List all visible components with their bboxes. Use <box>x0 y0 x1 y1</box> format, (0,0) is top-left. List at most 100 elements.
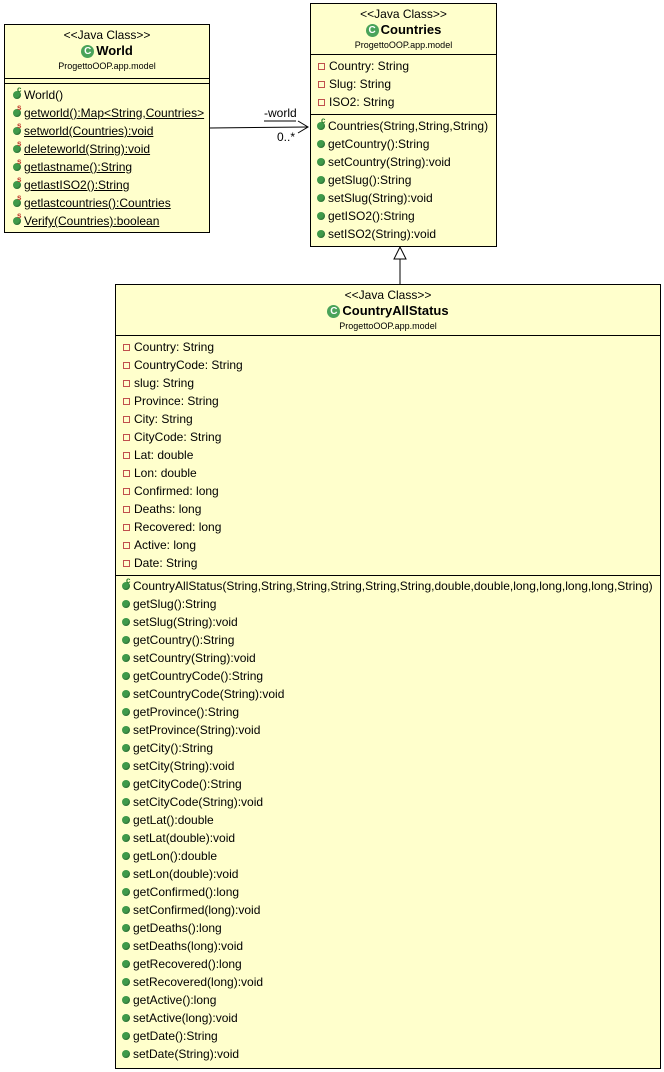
public-method-icon <box>122 1014 130 1022</box>
method-row[interactable]: setCityCode(String):void <box>122 793 660 811</box>
public-method-icon <box>317 140 325 148</box>
private-field-icon <box>123 343 130 351</box>
method-row[interactable]: setProvince(String):void <box>122 721 660 739</box>
method-row[interactable]: getLat():double <box>122 811 660 829</box>
field-label: CountryCode: String <box>134 358 243 372</box>
public-method-icon <box>122 888 130 896</box>
method-row[interactable]: setLon(double):void <box>122 865 660 883</box>
field-row[interactable]: Recovered: long <box>122 518 660 536</box>
field-row[interactable]: Country: String <box>317 57 496 75</box>
class-icon: C <box>365 23 379 37</box>
class-name: Countries <box>380 22 442 37</box>
method-row[interactable]: setCountry(String):void <box>317 153 496 171</box>
field-row[interactable]: CityCode: String <box>122 428 660 446</box>
private-field-icon <box>123 505 130 513</box>
field-row[interactable]: Confirmed: long <box>122 482 660 500</box>
method-label: getlastISO2():String <box>24 178 130 192</box>
private-field-icon <box>123 397 130 405</box>
method-row[interactable]: getDate():String <box>122 1027 660 1045</box>
method-label: Countries(String,String,String) <box>328 119 489 133</box>
public-method-icon <box>122 906 130 914</box>
public-method-icon <box>122 600 130 608</box>
method-row[interactable]: setRecovered(long):void <box>122 973 660 991</box>
field-label: ISO2: String <box>329 95 395 109</box>
method-row[interactable]: setSlug(String):void <box>317 189 496 207</box>
method-row[interactable]: getCityCode():String <box>122 775 660 793</box>
method-row[interactable]: setISO2(String):void <box>317 225 496 243</box>
method-label: setDeaths(long):void <box>133 939 244 953</box>
public-method-icon <box>122 852 130 860</box>
method-row[interactable]: getISO2():String <box>317 207 496 225</box>
method-row[interactable]: setActive(long):void <box>122 1009 660 1027</box>
method-row[interactable]: getDeaths():long <box>122 919 660 937</box>
method-row[interactable]: setLat(double):void <box>122 829 660 847</box>
method-row[interactable]: getActive():long <box>122 991 660 1009</box>
public-static-method-icon: s <box>13 212 21 225</box>
field-row[interactable]: City: String <box>122 410 660 428</box>
field-label: slug: String <box>134 376 195 390</box>
method-label: getCity():String <box>133 741 214 755</box>
method-row[interactable]: getSlug():String <box>317 171 496 189</box>
private-field-icon <box>123 487 130 495</box>
field-row[interactable]: Province: String <box>122 392 660 410</box>
method-label: setCountryCode(String):void <box>133 687 285 701</box>
field-row[interactable]: Active: long <box>122 536 660 554</box>
field-row[interactable]: CountryCode: String <box>122 356 660 374</box>
method-row[interactable]: getRecovered():long <box>122 955 660 973</box>
method-row[interactable]: setDate(String):void <box>122 1045 660 1063</box>
method-row[interactable]: getSlug():String <box>122 595 660 613</box>
method-row[interactable]: getProvince():String <box>122 703 660 721</box>
public-method-icon <box>122 708 130 716</box>
method-label: Verify(Countries):boolean <box>24 214 160 228</box>
generalization-arrowhead <box>393 245 407 260</box>
field-label: Deaths: long <box>134 502 202 516</box>
method-row[interactable]: getCity():String <box>122 739 660 757</box>
method-row[interactable]: getCountry():String <box>317 135 496 153</box>
association-line <box>209 126 309 129</box>
field-row[interactable]: Lon: double <box>122 464 660 482</box>
method-row[interactable]: getCountry():String <box>122 631 660 649</box>
field-row[interactable]: Country: String <box>122 338 660 356</box>
method-row[interactable]: setCity(String):void <box>122 757 660 775</box>
field-label: Country: String <box>329 59 410 73</box>
field-row[interactable]: Date: String <box>122 554 660 572</box>
method-row[interactable]: setSlug(String):void <box>122 613 660 631</box>
method-row[interactable]: setCountry(String):void <box>122 649 660 667</box>
field-label: Lat: double <box>134 448 194 462</box>
field-row[interactable]: Lat: double <box>122 446 660 464</box>
method-row[interactable]: setDeaths(long):void <box>122 937 660 955</box>
field-row[interactable]: Slug: String <box>317 75 496 93</box>
method-row[interactable]: getConfirmed():long <box>122 883 660 901</box>
field-row[interactable]: slug: String <box>122 374 660 392</box>
method-label: setISO2(String):void <box>328 227 437 241</box>
method-row[interactable]: setCountryCode(String):void <box>122 685 660 703</box>
field-row[interactable]: Deaths: long <box>122 500 660 518</box>
class-icon: C <box>81 44 95 58</box>
private-field-icon <box>123 559 130 567</box>
public-method-icon <box>122 726 130 734</box>
field-row[interactable]: ISO2: String <box>317 93 496 111</box>
method-label: setSlug(String):void <box>133 615 238 629</box>
method-row[interactable]: getCountryCode():String <box>122 667 660 685</box>
method-label: getISO2():String <box>328 209 415 223</box>
method-row[interactable]: getLon():double <box>122 847 660 865</box>
public-method-icon <box>122 924 130 932</box>
method-row[interactable]: setConfirmed(long):void <box>122 901 660 919</box>
